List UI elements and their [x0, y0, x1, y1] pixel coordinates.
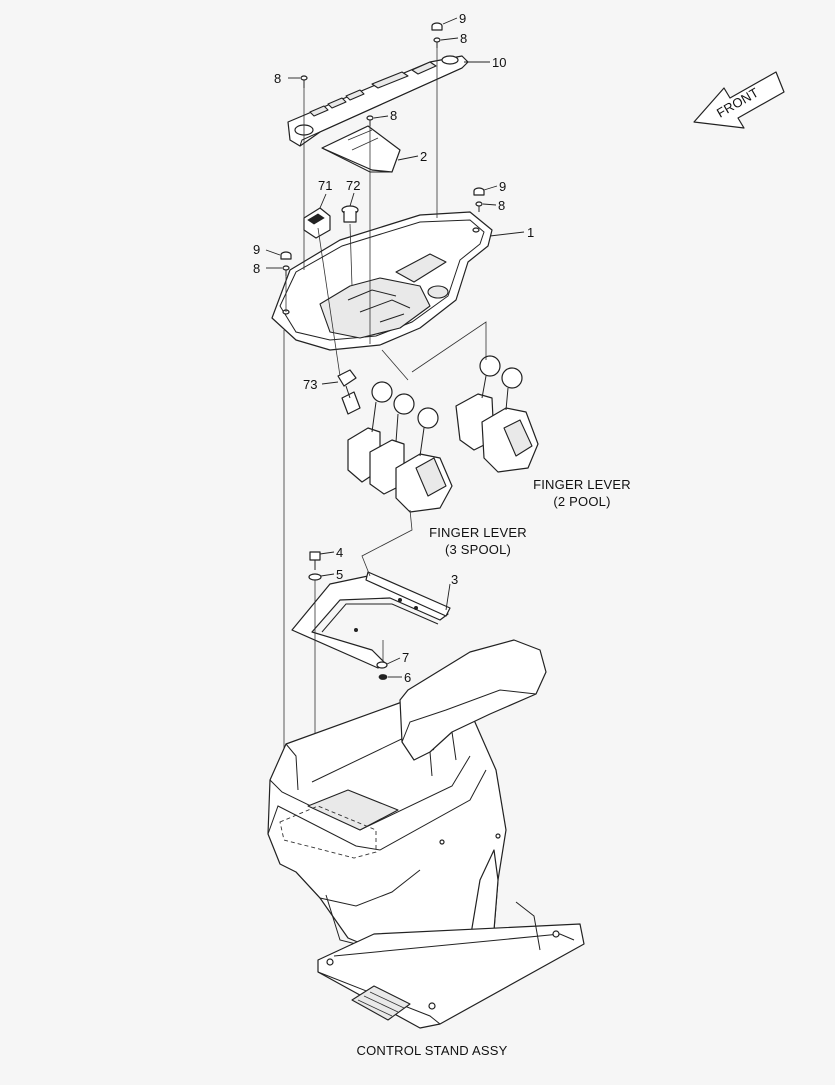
finger-lever-2-pool: [455, 355, 539, 473]
bracket-plate-part-3: [291, 571, 451, 669]
cap-part-9-right: [473, 187, 485, 196]
callout-leaders: [265, 17, 525, 678]
screw-part-8-left: [300, 75, 308, 88]
callout-7: 7: [402, 650, 409, 665]
slide-rail-base: [317, 901, 585, 1029]
connector-part-73: [337, 369, 361, 415]
callout-4: 4: [336, 545, 343, 560]
callout-9-left: 9: [253, 242, 260, 257]
diagram-caption: CONTROL STAND ASSY: [357, 1043, 508, 1058]
console-panel-part-1: [271, 211, 493, 351]
screw-part-6: [378, 674, 388, 680]
callout-8-right: 8: [498, 198, 505, 213]
callout-5: 5: [336, 567, 343, 582]
finger-lever-2-pool-label-line1: FINGER LEVER: [533, 477, 631, 492]
switch-part-71: [303, 207, 331, 239]
finger-lever-3-spool: [347, 381, 453, 513]
callout-2: 2: [420, 149, 427, 164]
callout-8-lower-left: 8: [253, 261, 260, 276]
cap-part-9-top: [431, 22, 443, 31]
knob-part-72: [341, 205, 359, 223]
callout-9-right: 9: [499, 179, 506, 194]
screw-part-8-right: [475, 201, 483, 212]
callout-8-cover: 8: [390, 108, 397, 123]
screw-part-8-top: [433, 37, 441, 48]
callout-3: 3: [451, 572, 458, 587]
bolt-part-4: [309, 551, 321, 570]
finger-lever-2-pool-label-line2: (2 POOL): [553, 494, 610, 509]
washer-part-7: [376, 661, 388, 669]
callout-73: 73: [303, 377, 317, 392]
screw-part-8-cover: [366, 115, 374, 126]
callout-72: 72: [346, 178, 360, 193]
callout-numbers: 9 8 10 8 8 2 71 72 9 8 1 9 8 73 4 5 3 7 …: [253, 11, 534, 685]
screw-part-8-lower-left: [282, 265, 290, 276]
front-direction-arrow: FRONT: [693, 71, 785, 129]
washer-part-5: [308, 573, 322, 581]
finger-lever-3-spool-label-line1: FINGER LEVER: [429, 525, 527, 540]
top-cover-part-10: [287, 55, 469, 147]
finger-lever-3-spool-label-line2: (3 SPOOL): [445, 542, 511, 557]
assembly-guide-lines: [283, 48, 487, 826]
callout-8-top: 8: [460, 31, 467, 46]
callout-71: 71: [318, 178, 332, 193]
text-labels: FINGER LEVER (2 POOL) FINGER LEVER (3 SP…: [357, 477, 631, 1058]
callout-8-left: 8: [274, 71, 281, 86]
callout-10: 10: [492, 55, 506, 70]
callout-6: 6: [404, 670, 411, 685]
cover-part-2: [321, 125, 401, 173]
callout-1: 1: [527, 225, 534, 240]
callout-9-top: 9: [459, 11, 466, 26]
cap-part-9-left: [280, 251, 292, 260]
